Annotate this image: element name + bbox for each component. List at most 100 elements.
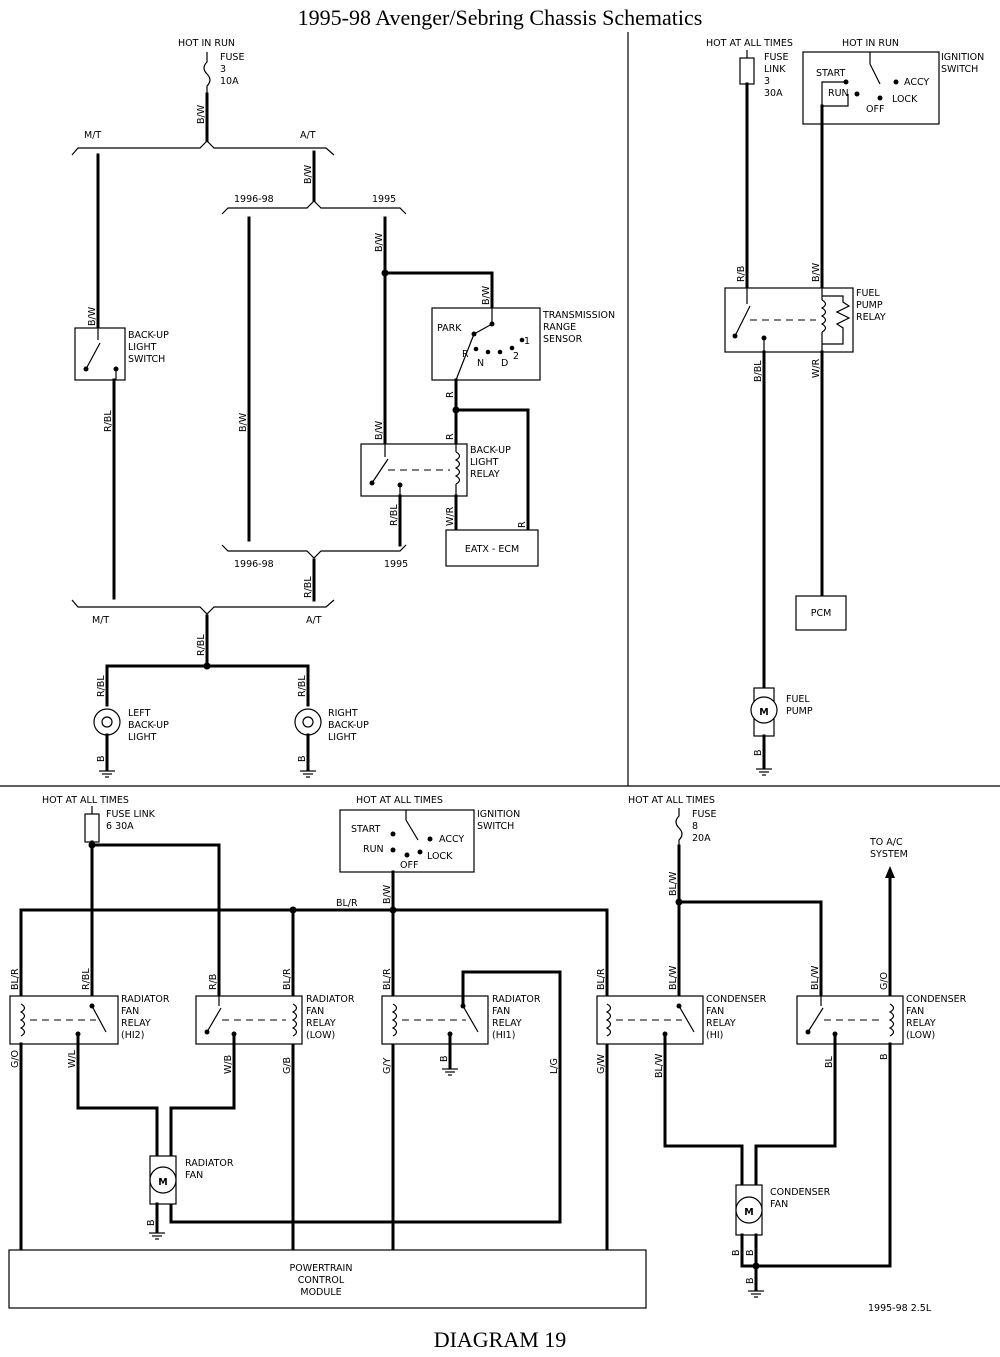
wire-label: L/G	[549, 1058, 560, 1074]
svg-text:M: M	[759, 707, 768, 718]
svg-text:CONDENSER: CONDENSER	[906, 994, 967, 1005]
wire-label: B	[731, 1249, 742, 1256]
svg-text:IGNITION: IGNITION	[941, 52, 984, 63]
svg-text:RELAY: RELAY	[856, 312, 886, 323]
svg-text:IGNITION: IGNITION	[477, 809, 520, 820]
svg-text:D: D	[501, 358, 508, 369]
svg-text:RUN: RUN	[363, 844, 384, 855]
svg-text:BACK-UP: BACK-UP	[470, 445, 511, 456]
relay-coil-icon	[888, 1003, 895, 1037]
svg-text:FUSE: FUSE	[692, 809, 716, 820]
wire-label: B/W	[87, 306, 98, 326]
svg-text:(LOW): (LOW)	[306, 1030, 335, 1041]
at-label: A/T	[300, 130, 316, 141]
radiator-fan-motor-icon: M	[149, 1155, 177, 1205]
svg-text:RANGE: RANGE	[543, 322, 576, 333]
at-label: A/T	[306, 615, 322, 626]
transmission-range-sensor	[431, 307, 541, 381]
backup-switch-label: BACK-UP LIGHT SWITCH	[128, 330, 169, 365]
wire-label: R/BL	[389, 504, 400, 526]
relay-coil-icon	[605, 1003, 612, 1037]
fuse-8-label: FUSE 8 20A	[692, 809, 716, 844]
trs-label: TRANSMISSION RANGE SENSOR	[542, 310, 615, 345]
fuel-pump-motor-icon: M	[750, 687, 778, 737]
radiator-fan-label: RADIATOR FAN	[185, 1158, 234, 1181]
fuse-link-3-label: FUSE LINK 3 30A	[764, 52, 788, 99]
fuel-relay-label: FUEL PUMP RELAY	[856, 288, 886, 323]
svg-text:BACK-UP: BACK-UP	[128, 330, 169, 341]
wire-label: R/BL	[96, 675, 107, 697]
to-ac-label: TO A/C SYSTEM	[869, 837, 908, 860]
svg-text:LIGHT: LIGHT	[470, 457, 499, 468]
left-lamp-label: LEFT BACK-UP LIGHT	[128, 708, 169, 743]
svg-text:CONDENSER: CONDENSER	[770, 1187, 831, 1198]
ground-icon	[748, 1290, 764, 1298]
rad-hi2-label: RADIATOR FAN RELAY (HI2)	[121, 994, 170, 1041]
svg-text:CONTROL: CONTROL	[298, 1275, 345, 1286]
svg-text:PARK: PARK	[437, 323, 462, 334]
relay-coil-icon	[391, 1003, 398, 1037]
svg-text:POWERTRAIN: POWERTRAIN	[290, 1263, 353, 1274]
fuel-pump-circuit: HOT AT ALL TIMES HOT IN RUN FUSE LINK 3 …	[706, 38, 984, 776]
mt-label: M/T	[92, 615, 109, 626]
bracket-mt-at	[71, 140, 335, 156]
svg-text:(HI): (HI)	[706, 1030, 723, 1041]
backup-light-switch	[74, 327, 126, 381]
svg-text:START: START	[816, 68, 846, 79]
wire-label: B/W	[196, 104, 207, 124]
bracket-mt-at-bottom	[71, 599, 335, 615]
bracket-years-top	[221, 200, 407, 215]
hot-at-all-times-label: HOT AT ALL TIMES	[42, 795, 129, 806]
svg-text:PUMP: PUMP	[856, 300, 883, 311]
svg-text:LIGHT: LIGHT	[128, 342, 157, 353]
svg-text:ACCY: ACCY	[904, 77, 929, 88]
relay-coil-icon	[820, 299, 827, 333]
svg-text:ACCY: ACCY	[439, 834, 464, 845]
condenser-fan-relay-hi	[596, 995, 704, 1045]
svg-text:6 30A: 6 30A	[106, 821, 134, 832]
fuse-link-6-icon	[84, 813, 100, 843]
condenser-fan-motor-icon: M	[735, 1184, 763, 1236]
svg-text:M: M	[158, 1177, 167, 1188]
eatx-ecm-label: EATX - ECM	[465, 544, 519, 555]
wire-label: B/W	[374, 420, 385, 440]
svg-text:FAN: FAN	[492, 1006, 510, 1017]
backup-light-circuit: HOT IN RUN FUSE 3 10A B/W M/T A/T B/W BA…	[71, 38, 615, 778]
wire-label: BL/W	[810, 965, 821, 990]
wire-label: BL	[824, 1055, 835, 1068]
wire-label: W/R	[811, 358, 822, 378]
ground-icon	[99, 770, 115, 778]
wire-label: G/Y	[382, 1057, 393, 1074]
rad-hi1-label: RADIATOR FAN RELAY (HI1)	[492, 994, 541, 1041]
ignition-switch-cooling	[339, 809, 475, 873]
svg-text:FAN: FAN	[906, 1006, 924, 1017]
powertrain-control-module	[8, 1249, 647, 1309]
svg-text:10A: 10A	[220, 76, 239, 87]
wire-label: B/W	[303, 164, 314, 184]
wire-label: BL/R	[336, 898, 358, 909]
svg-text:TO A/C: TO A/C	[869, 837, 903, 848]
wire-label: B	[96, 755, 107, 762]
condenser-fan-label: CONDENSER FAN	[770, 1187, 831, 1210]
svg-text:LOCK: LOCK	[427, 851, 453, 862]
resistor-icon	[822, 295, 851, 345]
svg-text:3: 3	[764, 76, 770, 87]
fuel-pump-label: FUEL PUMP	[786, 694, 813, 717]
svg-text:FUSE: FUSE	[764, 52, 788, 63]
wire-label: BL/R	[282, 968, 293, 990]
relay-coil-icon	[291, 1003, 298, 1037]
svg-text:FAN: FAN	[706, 1006, 724, 1017]
wire-label: B	[439, 1055, 450, 1062]
wire-label: R	[445, 391, 456, 398]
svg-text:SWITCH: SWITCH	[941, 64, 978, 75]
svg-text:SWITCH: SWITCH	[477, 821, 514, 832]
ignition-switch-fuel	[802, 51, 940, 125]
bracket-years-bottom	[221, 544, 407, 559]
svg-text:(HI1): (HI1)	[492, 1030, 515, 1041]
svg-text:RELAY: RELAY	[492, 1018, 522, 1029]
svg-text:M: M	[744, 1207, 753, 1218]
wire-label: R/BL	[297, 675, 308, 697]
right-lamp-label: RIGHT BACK-UP LIGHT	[328, 708, 369, 743]
engine-label: 1995-98 2.5L	[868, 1303, 932, 1314]
svg-text:30A: 30A	[764, 88, 783, 99]
